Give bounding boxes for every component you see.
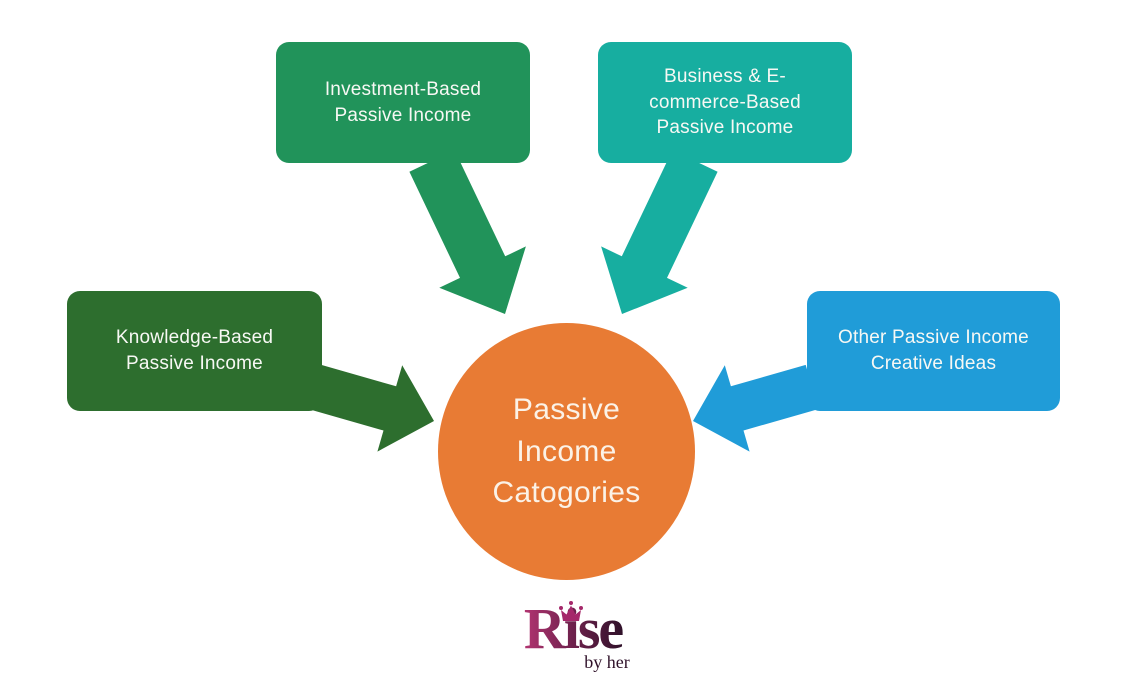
arrow-business-to-center-icon xyxy=(601,150,718,314)
logo-tagline: by her xyxy=(584,652,629,672)
center-node: Passive Income Catogories xyxy=(438,323,695,580)
arrow-investment-to-center-icon xyxy=(409,150,526,314)
node-knowledge-based: Knowledge-Based Passive Income xyxy=(67,291,322,411)
logo-wordmark: Rise xyxy=(524,596,624,661)
node-other-ideas: Other Passive Income Creative Ideas xyxy=(807,291,1060,411)
node-investment-based: Investment-Based Passive Income xyxy=(276,42,530,163)
brand-logo: Rise by her xyxy=(463,584,683,674)
arrow-knowledge-to-center-icon xyxy=(308,364,434,452)
node-other-label: Other Passive Income Creative Ideas xyxy=(838,327,1029,374)
brand-logo-svg: Rise by her xyxy=(524,596,630,672)
node-business-ecommerce: Business & E-commerce-Based Passive Inco… xyxy=(598,42,852,163)
node-investment-label: Investment-Based Passive Income xyxy=(324,78,482,126)
node-knowledge-label: Knowledge-Based Passive Income xyxy=(115,327,274,374)
center-label: Passive Income Catogories xyxy=(492,393,641,510)
crown-icon xyxy=(559,601,583,621)
node-business-label: Business & E-commerce-Based Passive Inco… xyxy=(649,66,801,139)
arrow-other-to-center-icon xyxy=(693,364,819,452)
